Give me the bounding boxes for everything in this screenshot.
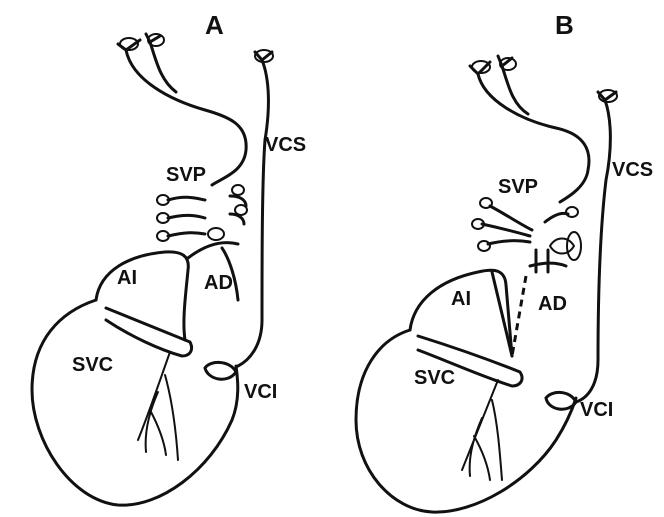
panel-a-vcs-vessel (118, 34, 272, 366)
panel-b-label-ai: AI (451, 288, 471, 310)
panel-a-vci-vessel (205, 362, 236, 379)
panel-b-atrium-ai (410, 270, 512, 356)
panel-b-label-ad: AD (538, 293, 567, 315)
panel-b: B VCS SVP AI AD SVC VCI (356, 10, 653, 512)
panel-b-vein-cap (566, 207, 578, 217)
panel-b-label-svp: SVP (498, 176, 538, 198)
panel-a-label-ai: AI (117, 267, 137, 289)
panel-a-label-ad: AD (204, 272, 233, 294)
panel-a-label-svc: SVC (72, 354, 113, 376)
panel-a-ventricle (32, 300, 238, 505)
panel-a-label-svp: SVP (166, 164, 206, 186)
panel-a-coronary-branches (138, 352, 178, 460)
panel-a-atrium-ai (96, 252, 188, 340)
panel-a-septal-band (106, 308, 192, 356)
panel-b-vci-vessel (546, 392, 576, 409)
panel-b-label-vci: VCI (580, 399, 613, 421)
panel-b-title: B (555, 10, 574, 40)
panel-b-coronary-branches (462, 380, 502, 480)
panel-a-vein-cap (232, 185, 244, 195)
panel-b-baffle-patch (550, 239, 574, 254)
panel-b-dashed-baffle (512, 276, 526, 356)
panel-a-pulmonary-veins (168, 196, 246, 236)
panel-a-title: A (205, 10, 224, 40)
panel-b-vcs-vessel (470, 56, 616, 402)
panel-b-label-svc: SVC (414, 367, 455, 389)
panel-a-vein-cap (235, 205, 247, 215)
panel-b-vein-cap (478, 241, 490, 251)
panel-a-label-vcs: VCS (265, 134, 306, 156)
panel-b-label-vcs: VCS (612, 159, 653, 181)
panel-a-label-vci: VCI (244, 381, 277, 403)
panel-b-vein-cap (480, 198, 492, 208)
panel-a: A VCS SVP AI AD SVC VCI (32, 10, 306, 505)
panel-b-ventricle (356, 330, 576, 512)
panel-a-vein-cap (208, 228, 224, 240)
